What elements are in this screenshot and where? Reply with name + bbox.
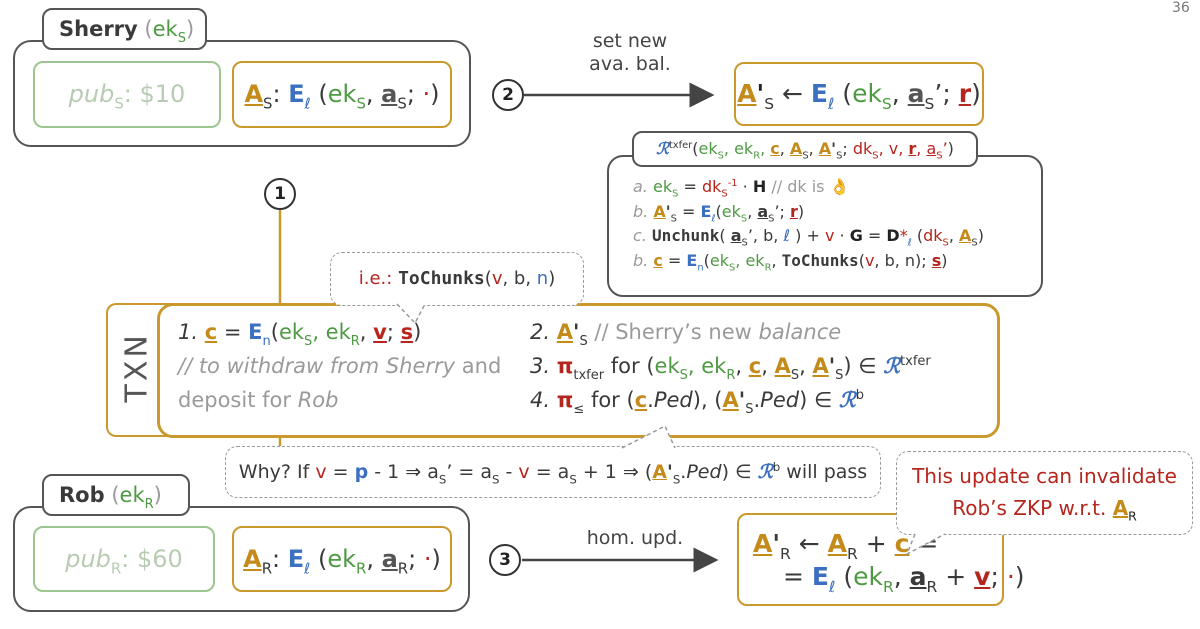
arrow-3-label: hom. upd. xyxy=(586,527,684,549)
txn-right-column: 2. A'S // Sherry’s new balance 3. πtxfer… xyxy=(530,315,990,417)
rob-account-panel xyxy=(13,506,470,612)
warning-note: This update can invalidate Rob’s ZKP w.r… xyxy=(896,451,1193,535)
tochunks-tooltip-pointer xyxy=(396,303,426,325)
sherry-tab: Sherry (ekS) xyxy=(42,8,207,50)
sherry-pub-value: $10 xyxy=(139,80,186,108)
step-2-marker: 2 xyxy=(492,79,524,111)
arrow-2-label-line1: set new xyxy=(592,30,668,52)
arrow-2-label-line2: ava. bal. xyxy=(589,53,671,75)
txn-item-3: 3. πtxfer for (ekS, ekR, c, AS, A'S) ∈ ℛ… xyxy=(530,353,931,383)
txn-comment-2: deposit for Rob xyxy=(178,388,339,412)
rob-name: Rob xyxy=(59,483,105,507)
why-note-pointer xyxy=(621,424,676,449)
rob-update-line2: = Eℓ (ekR, aR + v; ·) xyxy=(783,562,1025,596)
rob-pub-value: $60 xyxy=(136,545,183,573)
txn-side-tab xyxy=(106,303,176,437)
txn-left-column: 1. c = En(ekS, ekR, v; s) // to withdraw… xyxy=(178,315,518,417)
txn-item-4: 4. π≤ for (c.Ped), (A'S.Ped) ∈ ℛb xyxy=(530,387,864,417)
txn-panel xyxy=(157,303,1000,438)
warning-note-pointer xyxy=(905,533,946,556)
arrow-2-label: set new ava. bal. xyxy=(560,30,700,76)
slide-number: 36 xyxy=(1172,0,1190,16)
step-1-marker: 1 xyxy=(264,178,296,210)
txn-item-1: 1. c = En(ekS, ekR, v; s) xyxy=(178,320,422,349)
constraint-a: a. ekS = dkS-1 · H // dk is 👌 xyxy=(633,177,850,200)
sherry-available-balance: AS: Eℓ (ekS, aS; ·) xyxy=(232,61,452,128)
step-3-marker: 3 xyxy=(489,544,521,576)
sherry-name: Sherry xyxy=(59,17,138,41)
tochunks-tooltip: i.e.: ToChunks(v, b, n) xyxy=(330,252,584,306)
new-available-balance: A'S ← Eℓ (ekS, aS’; r) xyxy=(734,62,984,126)
sherry-account-panel xyxy=(13,40,471,147)
rob-public-balance: pubR: $60 xyxy=(33,526,215,592)
warning-line1: This update can invalidate xyxy=(912,464,1177,488)
relation-txfer-header: ℛtxfer(ekS, ekR, c, AS, A'S; dkS, v, r, … xyxy=(632,131,978,167)
warning-line2: Rob’s ZKP w.r.t. AR xyxy=(952,496,1137,524)
relation-constraints: a. ekS = dkS-1 · H // dk is 👌 b. A'S = E… xyxy=(633,175,1043,273)
txn-label: TXN xyxy=(119,332,155,403)
txn-item-2: 2. A'S // Sherry’s new balance xyxy=(530,320,842,349)
relation-txfer-panel xyxy=(607,155,1043,297)
rob-available-balance: AR: Eℓ (ekR, aR; ·) xyxy=(232,526,452,592)
constraint-d: b. c = En(ekS, ekR, ToChunks(v, b, n); s… xyxy=(633,250,948,273)
rob-update-line1: A'R ← AR + c = xyxy=(753,529,938,563)
sherry-public-balance: pubS: $10 xyxy=(33,61,221,128)
why-note: Why? If v = p - 1 ⇒ aS’ = aS - v = aS + … xyxy=(225,446,881,498)
rob-homomorphic-update: A'R ← AR + c = = Eℓ (ekR, aR + v; ·) xyxy=(737,513,1025,606)
txn-comment-1: // to withdraw from Sherry and xyxy=(178,354,502,378)
constraint-b: b. A'S = Eℓ(ekS, aS’; r) xyxy=(633,201,805,224)
rob-tab: Rob (ekR) xyxy=(42,474,190,516)
constraint-c: c. Unchunk( aS’, b, ℓ ) + v · G = D*ℓ (d… xyxy=(633,226,984,249)
